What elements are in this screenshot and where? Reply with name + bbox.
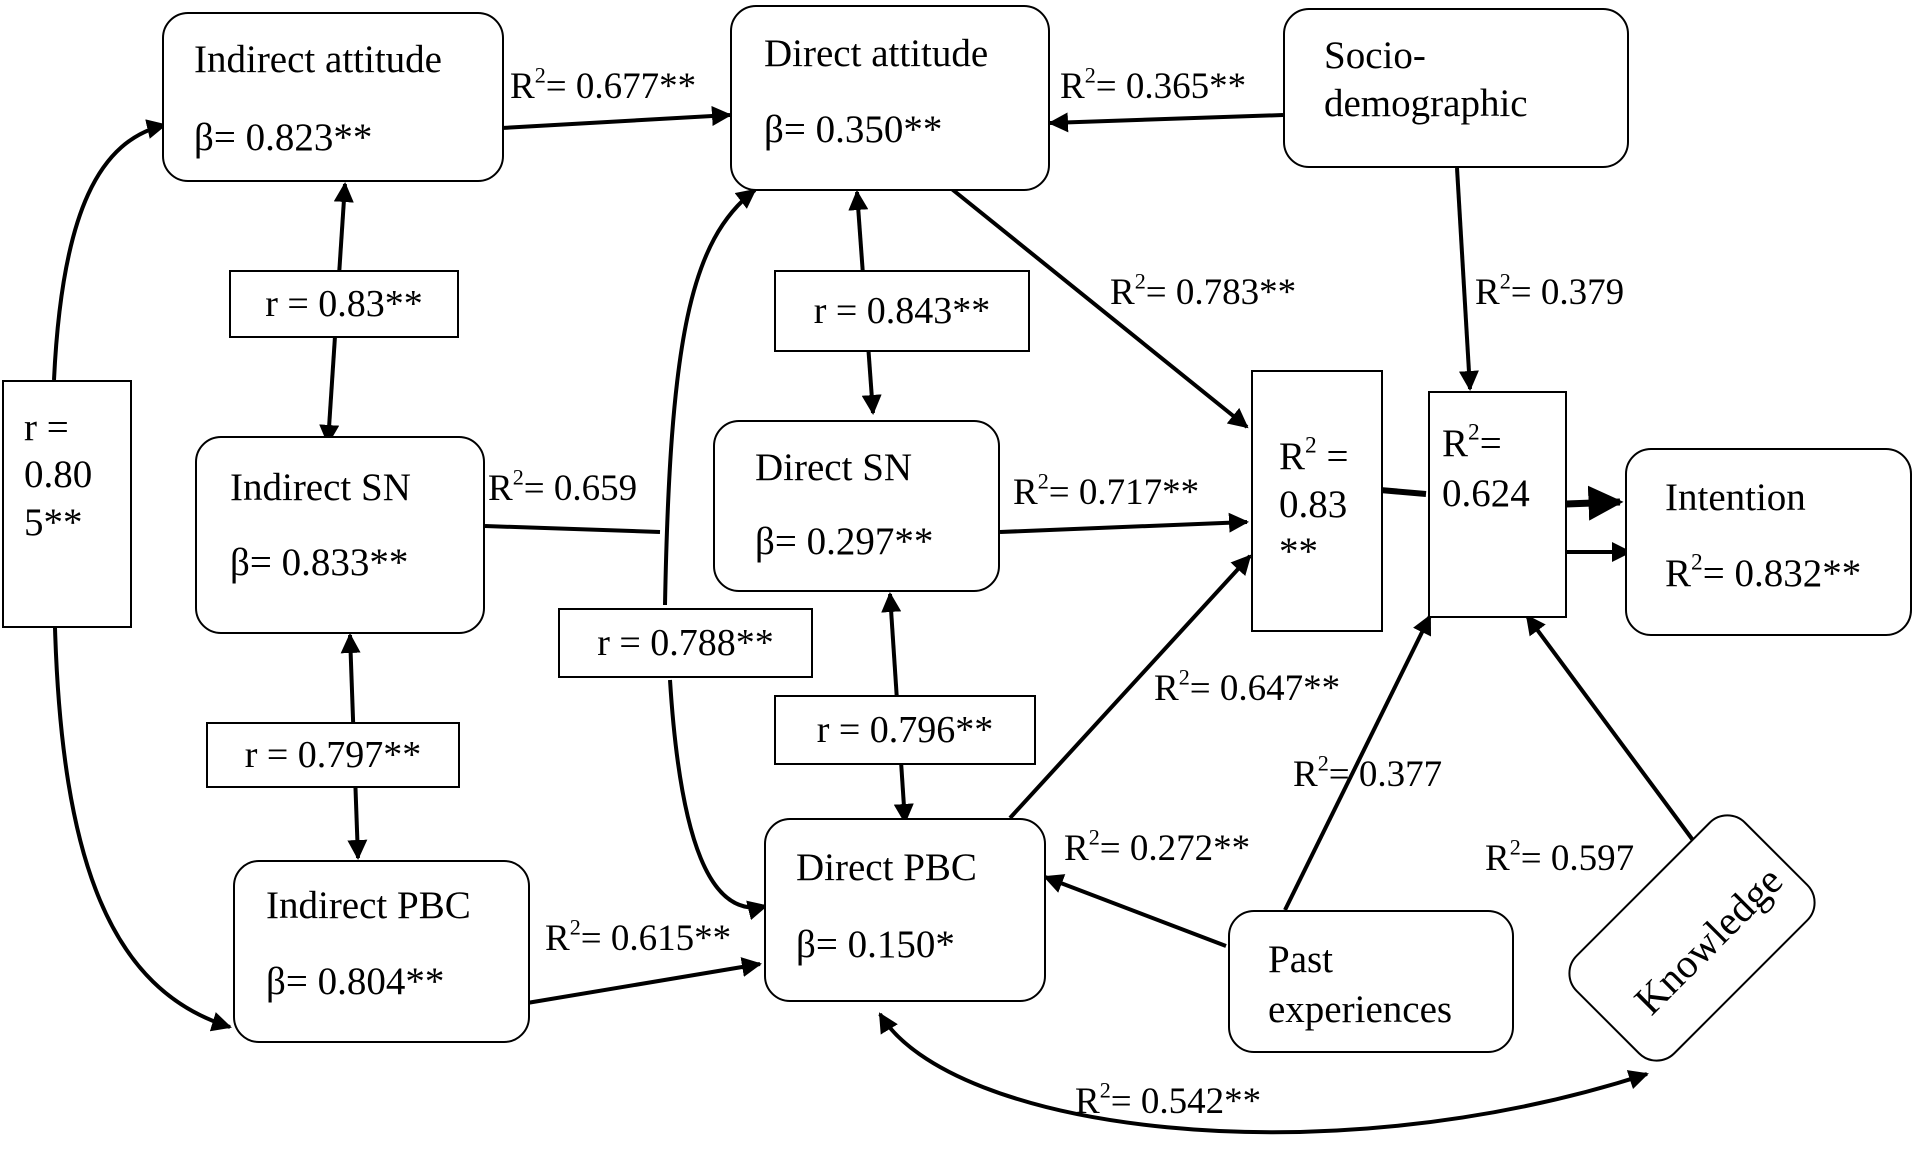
correlation-ia-isn: r = 0.83**	[229, 270, 459, 338]
direct-pbc-title: Direct PBC	[796, 846, 977, 889]
correlation-dsn-dpbc: r = 0.796**	[774, 695, 1036, 765]
left-correlation-box	[2, 380, 132, 628]
direct-attitude-node	[730, 5, 1050, 191]
correlation-da-dsn: r = 0.843**	[774, 270, 1030, 352]
combined-r2-line1: R2 =	[1279, 432, 1349, 478]
arrow-socio-right	[1455, 167, 1479, 391]
direct-pbc-node	[764, 818, 1046, 1002]
label-ia-da: R2= 0.677**	[510, 62, 697, 107]
combined-r2-box	[1251, 370, 1383, 632]
label-dpbc-knowledge: R2= 0.542**	[1075, 1077, 1262, 1122]
indirect-attitude-node	[162, 12, 504, 182]
left-correlation-line3: 5**	[24, 501, 83, 544]
indirect-pbc-title: Indirect PBC	[266, 884, 471, 927]
indirect-sn-beta: β= 0.833**	[230, 541, 409, 584]
intention-r2: R2= 0.832**	[1665, 549, 1862, 595]
arrow-dsn-mid	[999, 512, 1249, 534]
correlation-da-dpbc: r = 0.788**	[558, 608, 813, 678]
curve-ia-ipbc	[52, 119, 167, 381]
direct-attitude-title: Direct attitude	[764, 32, 989, 75]
label-socio-da: R2= 0.365**	[1060, 62, 1247, 107]
past-experiences-node	[1228, 910, 1514, 1053]
arrow-dpbc-mid	[1008, 554, 1252, 820]
curve-da-dpbc-lower	[668, 679, 768, 921]
label-dsn-mid: R2= 0.717**	[1013, 468, 1200, 513]
line-mid-right	[1379, 487, 1427, 497]
direct-sn-node	[713, 420, 1000, 592]
left-correlation-line1: r =	[24, 406, 69, 449]
arrow-past-right	[1283, 614, 1432, 911]
direct-sn-beta: β= 0.297**	[755, 520, 934, 563]
past-experiences-line2: experiences	[1268, 988, 1453, 1031]
line-isn-dsn	[484, 524, 661, 534]
indirect-attitude-beta: β= 0.823**	[194, 116, 373, 159]
direct-sn-title: Direct SN	[755, 446, 913, 489]
label-isn-dsn: R2= 0.659	[488, 464, 638, 509]
sociodemographic-line1: Socio-	[1324, 34, 1426, 77]
indirect-pbc-node	[233, 860, 530, 1043]
intention-node	[1625, 448, 1912, 636]
correlation-isn-ipbc: r = 0.797**	[206, 722, 460, 788]
curve-dpbc-knowledge	[878, 1012, 1649, 1135]
combined-r2-line2: 0.83	[1279, 483, 1348, 526]
indirect-pbc-beta: β= 0.804**	[266, 960, 445, 1003]
curve-da-dpbc	[663, 188, 757, 606]
label-da-mid: R2= 0.783**	[1110, 268, 1297, 313]
curve-ia-ipbc-lower	[53, 627, 232, 1032]
direct-pbc-beta: β= 0.150*	[796, 923, 955, 966]
label-past-right: R2= 0.377	[1293, 750, 1443, 795]
label-knowledge-right: R2= 0.597	[1485, 834, 1635, 879]
label-dpbc-mid: R2= 0.647**	[1154, 664, 1341, 709]
overall-r2-line1: R2=	[1442, 419, 1502, 465]
label-past-dpbc: R2= 0.272**	[1064, 824, 1251, 869]
arrow-right-intention-top	[1565, 485, 1624, 521]
arrow-knowledge-right	[1525, 614, 1697, 845]
arrow-da-mid	[946, 184, 1249, 429]
sociodemographic-node	[1283, 8, 1629, 168]
arrow-ipbc-dpbc	[526, 957, 762, 1005]
left-correlation-line2: 0.80	[24, 453, 93, 496]
sociodemographic-line2: demographic	[1324, 82, 1528, 125]
indirect-attitude-title: Indirect attitude	[194, 38, 442, 81]
indirect-sn-title: Indirect SN	[230, 466, 411, 509]
intention-title: Intention	[1665, 476, 1806, 519]
label-socio-right: R2= 0.379	[1475, 268, 1625, 313]
combined-r2-line3: **	[1279, 530, 1318, 573]
overall-r2-box	[1428, 391, 1567, 618]
overall-r2-line2: 0.624	[1442, 472, 1530, 515]
past-experiences-line1: Past	[1268, 938, 1334, 981]
arrow-socio-da	[1048, 112, 1284, 133]
indirect-sn-node	[195, 436, 485, 634]
arrow-ia-da	[501, 106, 732, 130]
direct-attitude-beta: β= 0.350**	[764, 108, 943, 151]
arrow-past-dpbc	[1043, 874, 1227, 948]
label-ipbc-dpbc: R2= 0.615**	[545, 914, 732, 959]
